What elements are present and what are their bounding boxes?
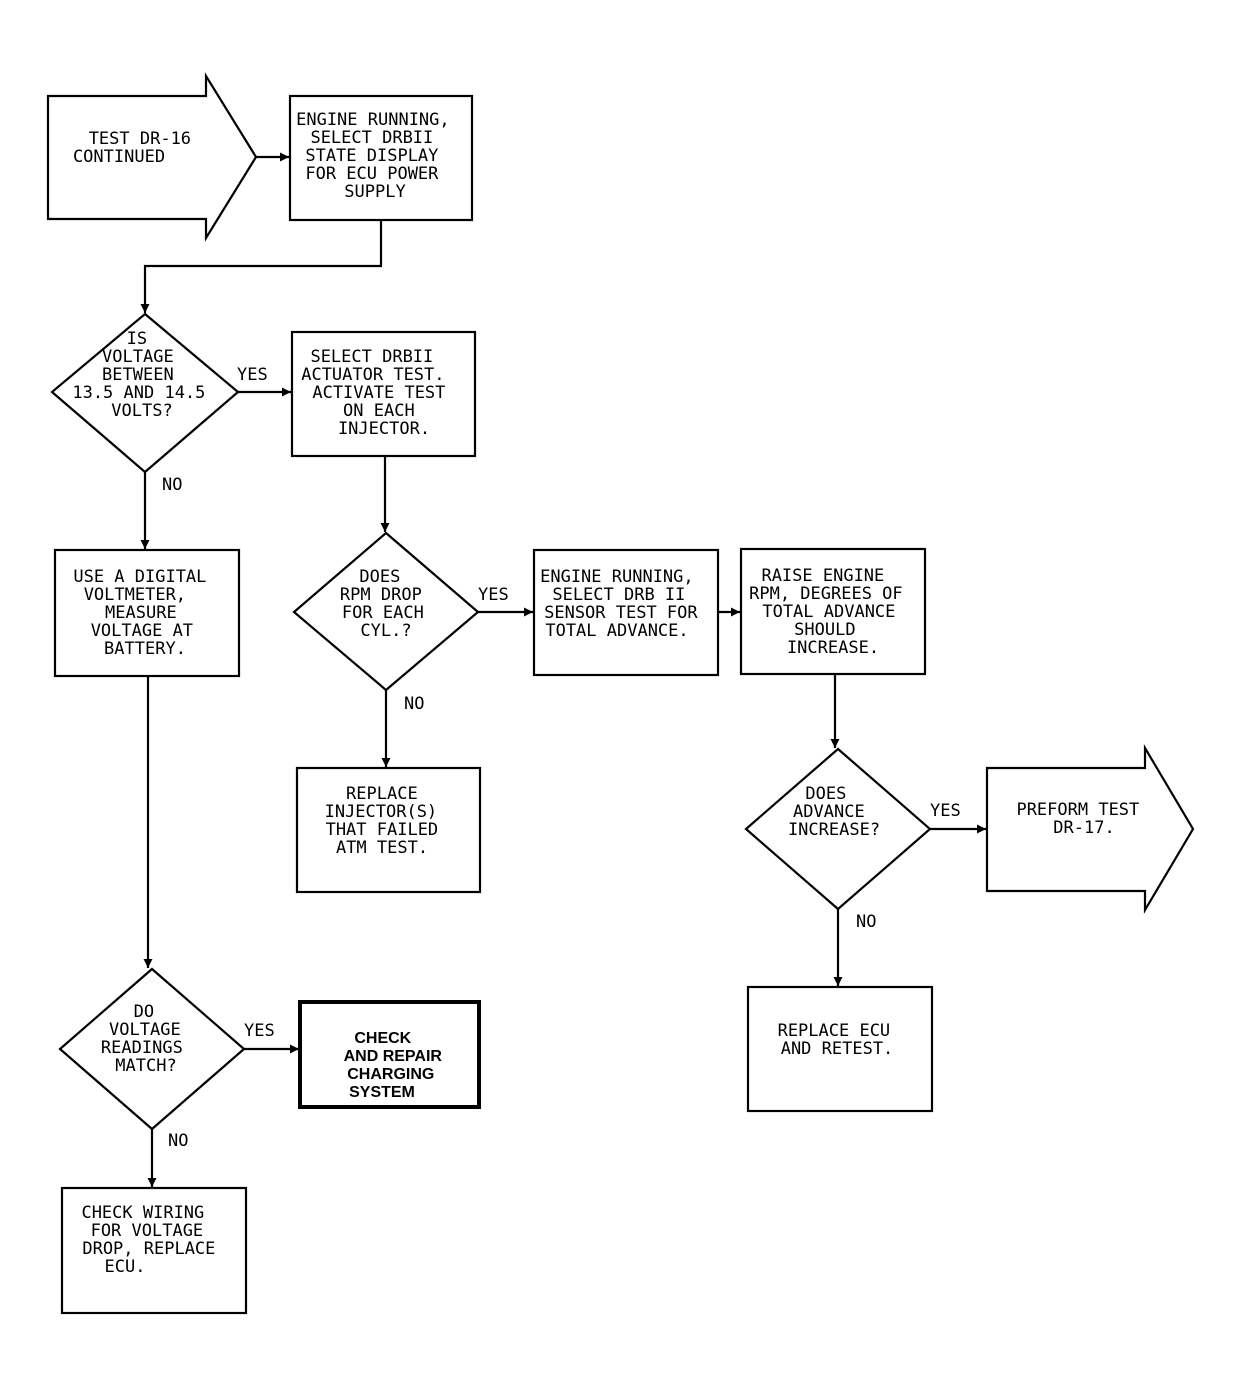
- engine-running-sensor-test-label: ENGINE RUNNING, SELECT DRB II SENSOR TES…: [540, 567, 708, 641]
- select-actuator-test-box: [290, 330, 477, 458]
- replace-ecu-label: REPLACE ECU AND RETEST.: [778, 1021, 901, 1059]
- engine-running-select-state-display-box: [288, 94, 474, 222]
- label-no-voltage: NO: [162, 475, 182, 495]
- label-yes-advance: YES: [930, 801, 961, 821]
- start-arrow-shape: [46, 72, 258, 242]
- label-no-rpm: NO: [404, 694, 424, 714]
- check-wiring-label: CHECK WIRING FOR VOLTAGE DROP, REPLACE E…: [81, 1203, 225, 1277]
- start-arrow-label: TEST DR-16 CONTINUED: [73, 129, 201, 167]
- replace-injectors-label: REPLACE INJECTOR(S) THAT FAILED ATM TEST…: [325, 784, 449, 858]
- label-yes-readings: YES: [244, 1021, 275, 1041]
- label-yes-rpm: YES: [478, 585, 509, 605]
- raise-engine-rpm-label: RAISE ENGINE RPM, DEGREES OF TOTAL ADVAN…: [749, 566, 913, 658]
- replace-ecu-box: [746, 985, 934, 1113]
- check-repair-charging-box: [298, 1000, 481, 1109]
- readings-match-decision-label: DO VOLTAGE READINGS MATCH?: [101, 1002, 193, 1076]
- perform-test-arrow-shape: [985, 743, 1195, 915]
- use-digital-voltmeter-label: USE A DIGITAL VOLTMETER, MEASURE VOLTAGE…: [73, 567, 216, 659]
- engine-running-select-state-display-label: ENGINE RUNNING, SELECT DRBII STATE DISPL…: [296, 110, 460, 202]
- check-wiring-box: [60, 1186, 248, 1315]
- label-no-advance: NO: [856, 912, 876, 932]
- replace-injectors-box: [295, 766, 482, 894]
- label-no-readings: NO: [168, 1131, 188, 1151]
- perform-test-arrow-label: PREFORM TEST DR-17.: [1016, 800, 1149, 838]
- rpm-drop-decision-label: DOES RPM DROP FOR EACH CYL.?: [340, 567, 434, 641]
- advance-increase-decision-label: DOES ADVANCE INCREASE?: [788, 784, 880, 840]
- select-actuator-test-label: SELECT DRBII ACTUATOR TEST. ACTIVATE TES…: [301, 347, 455, 439]
- voltage-range-decision-label: IS VOLTAGE BETWEEN 13.5 AND 14.5 VOLTS?: [72, 329, 215, 421]
- label-yes-voltage: YES: [237, 365, 268, 385]
- check-repair-charging-label: CHECK AND REPAIR CHARGING SYSTEM: [344, 1030, 447, 1101]
- edge-engine-running-to-voltage-decision: [140, 220, 383, 313]
- raise-engine-rpm-box: [739, 547, 927, 676]
